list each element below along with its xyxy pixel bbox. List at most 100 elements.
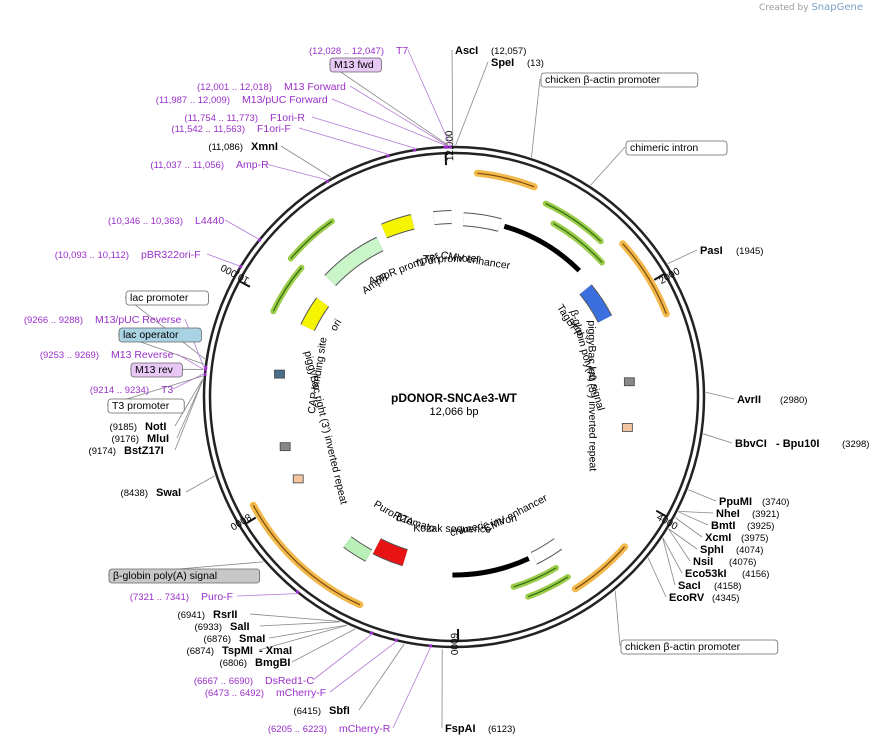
label-name: chicken β-actin promoter (625, 641, 741, 653)
ori-arrow (301, 298, 329, 331)
leader-tspMI (258, 624, 348, 651)
label-fspAI: FspAI(6123) (445, 723, 515, 735)
label-pos: (10,093 .. 10,112) (55, 250, 129, 261)
feature-label: PuroR (371, 498, 403, 524)
feature-arrows (274, 210, 635, 578)
label-t3-promoter: T3 promoter (107, 398, 185, 414)
leader-t3 (172, 373, 204, 390)
label-pos: (3298) (842, 439, 869, 450)
label-name: SphI (700, 544, 724, 556)
label-name: F1ori-F (257, 123, 291, 135)
tick-8000 (245, 516, 257, 525)
label-tspMI: (6874)TspMI- XmaI (187, 645, 292, 657)
label-box (118, 327, 202, 343)
orange-arc-line (622, 243, 667, 315)
primer-marker (325, 179, 329, 183)
label-name: AscI (455, 45, 478, 57)
label-bbvCI: BbvCI - Bpu10I (3298) (735, 438, 869, 450)
cmv-enhancer-bottom (531, 538, 562, 564)
label-sacI: SacI(4158) (678, 580, 741, 592)
label-pos: (4158) (714, 581, 741, 592)
label-pos: (9266 .. 9288) (24, 315, 83, 326)
label-name: lac promoter (130, 292, 189, 304)
leader-xcmI (675, 517, 703, 538)
leader-eco53kI (662, 537, 683, 574)
leader-amp-r (265, 163, 327, 181)
snapgene-credit: Created by SnapGene (759, 2, 863, 13)
label-pos: (3975) (741, 533, 768, 544)
tick-10000 (238, 280, 251, 288)
leader-smaI (268, 624, 347, 639)
label-pos: (6933) (195, 622, 222, 633)
label-bmgBI: (6806)BmgBI (220, 657, 291, 669)
label-name: Eco53kI (685, 568, 727, 580)
label-name: Puro-F (201, 591, 233, 603)
primer-marker (203, 372, 207, 376)
orange-arc (473, 169, 538, 191)
primer-marker (448, 145, 452, 149)
green-arc-line (527, 576, 569, 598)
label-box (130, 362, 183, 378)
feature-label: piggyBac left (5') inverted repeat (585, 320, 598, 471)
label-name: SwaI (156, 487, 181, 499)
label-box (620, 639, 779, 655)
label-name: T3 (161, 384, 173, 396)
label-name: BbvCI (735, 438, 767, 450)
cmv-enhancer-top-white (433, 211, 452, 225)
label-name: RsrII (213, 609, 237, 621)
label-f1ori-f: (11,542 .. 11,563) F1ori-F (171, 123, 290, 135)
label-pos: (9174) (89, 446, 116, 457)
label-name: mCherry-F (276, 687, 326, 699)
green-arc-line (513, 567, 557, 588)
label-notI: (9185)NotI (110, 421, 167, 433)
label-name: M13/pUC Forward (242, 94, 328, 106)
label-extra: - Bpu10I (776, 438, 819, 450)
label-name: F1ori-R (270, 112, 305, 124)
label-name: T7 (396, 45, 408, 57)
snapgene-logo: SnapGene (811, 2, 863, 13)
annotation-arcs (249, 169, 670, 609)
feature-label: T7 promoter (423, 252, 481, 265)
label-name: SpeI (491, 57, 514, 69)
credit-prefix: Created by (759, 3, 809, 13)
leader-m13puc-rev (184, 318, 205, 368)
label-chicken-top: chicken β-actin promoter (540, 72, 699, 88)
leader-bbvCI (703, 433, 733, 444)
primer-marker (428, 644, 432, 648)
label-name: L4440 (195, 215, 224, 227)
orange-arc-line (252, 504, 361, 606)
plasmid-name: pDONOR-SNCAe3-WT (391, 391, 518, 405)
feature-label: piggyBac right (3') inverted repeat (302, 350, 350, 506)
leader-m13reverse (176, 353, 204, 370)
label-name: XcmI (705, 532, 731, 544)
tick-4000 (655, 509, 668, 518)
label-name: PasI (700, 245, 723, 257)
label-name: TspMI (222, 645, 253, 657)
primer-marker (386, 154, 390, 158)
label-name: FspAI (445, 723, 476, 735)
label-pos: (11,754 .. 11,773) (184, 113, 258, 124)
label-name: chicken β-actin promoter (545, 74, 661, 86)
label-name: BmtI (711, 520, 735, 532)
leader-salI (259, 621, 341, 627)
orange-arc (571, 543, 629, 593)
label-pos: (4074) (736, 545, 763, 556)
label-pos: (11,542 .. 11,563) (171, 124, 245, 135)
feature-label: f1 ori (415, 253, 440, 269)
tick-label: 10,000 (219, 261, 252, 285)
green-arc-line (545, 203, 602, 242)
leader-bmtI (678, 511, 709, 526)
f1ori-arrow (381, 214, 415, 238)
label-xcmI: XcmI (3975) (705, 532, 768, 544)
primer-marker (370, 631, 374, 635)
leader-m13fwd (328, 63, 449, 146)
leader-mcherry-r (392, 647, 431, 729)
label-extra: - XmaI (259, 645, 292, 657)
leader-ppuMI (688, 489, 717, 502)
label-name: NotI (145, 421, 166, 433)
label-pos: (4345) (712, 593, 739, 604)
label-smaI: (6876)SmaI (204, 633, 266, 645)
label-pos: (12,057) (491, 46, 526, 57)
label-pos: (9253 .. 9269) (40, 350, 99, 361)
label-chicken-bottom: chicken β-actin promoter (620, 639, 779, 655)
